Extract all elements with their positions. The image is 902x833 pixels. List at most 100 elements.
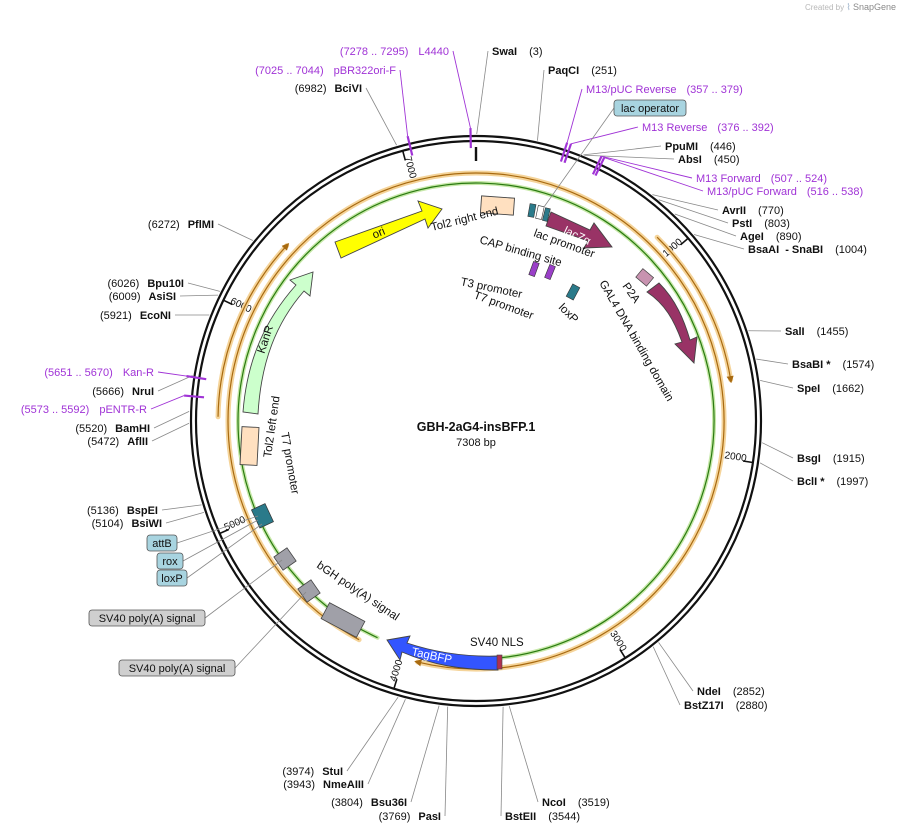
restriction-site-bsiwi[interactable]: (5104)BsiWI [92,518,162,530]
site-name-2: - SnaBI [785,244,823,256]
restriction-site-bsaai[interactable]: BsaAI- SnaBI(1004) [748,244,867,256]
loxp-right-box[interactable] [565,283,581,301]
restriction-site-bsgi[interactable]: BsgI(1915) [797,453,865,465]
primer-kan-r[interactable]: (5651 .. 5670)Kan-R [44,367,154,379]
restriction-site-bsu36i[interactable]: (3804)Bsu36I [331,797,407,809]
cap-site-box[interactable] [542,207,551,222]
tol2-right-box[interactable] [479,195,515,216]
site-leader [367,699,406,785]
site-position: (6272) [148,219,180,231]
primer-m13-forward[interactable]: M13 Forward(507 .. 524) [696,173,827,185]
lac-operator-box[interactable] [527,203,537,218]
restriction-site-sali[interactable]: SalI(1455) [785,326,848,338]
restriction-site-nrui[interactable]: (5666) NruI [92,386,154,398]
site-leader [583,145,662,156]
site-name: PstI [732,218,752,230]
restriction-site-asisi[interactable]: (6009)AsiSI [109,291,176,303]
tagbfp-arrow[interactable] [386,635,499,671]
sv40-nls-box[interactable] [496,654,503,670]
box-leader [176,515,259,544]
site-name: NruI [132,386,154,398]
restriction-site-bsabi[interactable]: BsaBI *(1574) [792,359,874,371]
primer-range: (357 .. 379) [686,84,742,96]
snapgene-brand: Created by ⌇ SnapGene [805,2,896,13]
lacz-arrow[interactable] [545,211,613,249]
ori-arrow[interactable] [334,200,443,259]
created-by-text: Created by [804,3,845,12]
site-name: NcoI [542,797,566,809]
restriction-site-bamhi[interactable]: (5520)BamHI [75,423,150,435]
site-position: (5472) [87,436,119,448]
restriction-site-bsteii[interactable]: BstEII(3544) [505,811,580,823]
primer-m13-puc-forward[interactable]: M13/pUC Forward(516 .. 538) [707,186,863,198]
site-leader [759,462,794,482]
restriction-site-pasi[interactable]: (3769)PasI [379,811,441,823]
tick-mark-6000 [223,299,233,306]
primer-l4440[interactable]: (7278 .. 7295) L4440 [340,46,449,58]
site-name: AvrII [722,205,746,217]
site-position: (1915) [833,453,865,465]
feature-box-2[interactable] [156,552,184,570]
site-leader [476,50,489,135]
t7-promoter-box[interactable] [544,263,556,281]
restriction-site-nmeaiii[interactable]: (3943)NmeAIII [283,779,364,791]
primer-name: L4440 [418,46,449,58]
lac-promoter-box[interactable] [535,205,545,220]
loxp-left-box[interactable] [250,503,274,529]
site-leader [365,87,397,146]
bgh-polya-box[interactable] [320,602,366,638]
site-position: (5666) [92,386,124,398]
restriction-site-absi[interactable]: AbsI(450) [678,154,740,166]
feature-box-0[interactable] [613,99,687,117]
site-name: BsiWI [131,518,162,530]
feature-box-4[interactable] [88,609,206,627]
tick-label-4000: 4000 [388,658,405,683]
restriction-site-bcivi[interactable]: (6982)BciVI [295,83,362,95]
restriction-site-swai[interactable]: SwaI(3) [492,46,543,58]
restriction-site-aflii[interactable]: (5472)AflII [87,436,148,448]
tick-label-7000: 7000 [402,155,419,180]
restriction-site-bcli[interactable]: BclI *(1997) [797,476,868,488]
restriction-site-ppumi[interactable]: PpuMI(446) [665,141,736,153]
site-position: (3769) [379,811,411,823]
site-name: AgeI [740,231,764,243]
site-leader [161,504,202,511]
sv40-polya-box-1[interactable] [273,547,297,571]
feature-box-3[interactable] [156,569,188,587]
restriction-site-pflmi[interactable]: (6272)PflMI [148,219,214,231]
restriction-site-stui[interactable]: (3974)StuI [282,766,343,778]
site-leader [658,642,694,692]
feature-box-label: SV40 poly(A) signal [99,613,196,625]
primer-pbr322ori-f[interactable]: (7025 .. 7044)pBR322ori-F [255,65,396,77]
primer-m13-reverse[interactable]: M13 Reverse(376 .. 392) [642,122,774,134]
box-leader [234,591,307,669]
restriction-site-bstz17i[interactable]: BstZ17I(2880) [684,700,768,712]
box-leader [186,523,263,579]
primer-mark [406,135,414,156]
site-leader [652,646,681,706]
restriction-site-econi[interactable]: (5921)EcoNI [100,310,171,322]
primer-name: pBR322ori-F [334,65,397,77]
restriction-site-avrii[interactable]: AvrII(770) [722,205,784,217]
restriction-site-bpu10i[interactable]: (6026)Bpu10I [108,278,184,290]
gal4-arrow[interactable] [646,282,698,364]
t3-promoter-box[interactable] [528,261,540,277]
p2a-box[interactable] [635,268,655,287]
primer-range: (7278 .. 7295) [340,46,409,58]
kanr-arrow[interactable] [242,271,314,415]
snapgene-name: SnapGene [852,2,896,12]
tol2-left-box[interactable] [239,426,260,466]
site-leader [674,213,737,237]
restriction-site-ncoi[interactable]: NcoI(3519) [542,797,610,809]
restriction-site-paqci[interactable]: PaqCI(251) [548,65,617,77]
restriction-site-agei[interactable]: AgeI(890) [740,231,802,243]
primer-m13-puc-reverse[interactable]: M13/pUC Reverse(357 .. 379) [586,84,743,96]
primer-pentr-r[interactable]: (5573 .. 5592)pENTR-R [21,404,147,416]
feature-box-5[interactable] [118,659,236,677]
restriction-site-bspei[interactable]: (5136)BspEI [87,505,158,517]
feature-box-1[interactable] [146,534,178,552]
restriction-site-spei[interactable]: SpeI(1662) [797,383,864,395]
feature-box-label: SV40 poly(A) signal [129,663,226,675]
restriction-site-psti[interactable]: PstI(803) [732,218,790,230]
restriction-site-ndei[interactable]: NdeI(2852) [697,686,765,698]
